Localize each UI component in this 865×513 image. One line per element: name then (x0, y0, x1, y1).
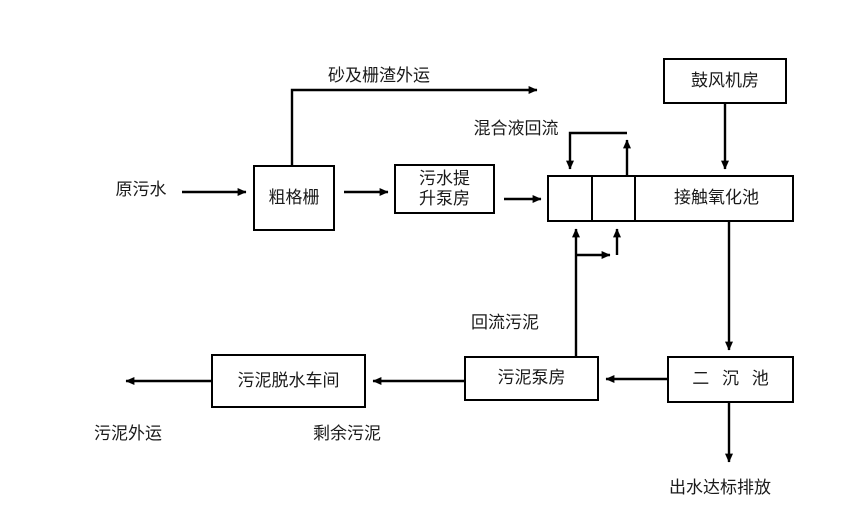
node-boxes (211, 58, 794, 408)
node-box-sludge-pump-house[interactable] (464, 356, 599, 401)
contact-tank-dividers (591, 176, 636, 221)
node-box-coarse-screen[interactable] (253, 165, 335, 231)
node-box-blower-room[interactable] (663, 58, 787, 104)
connector-screen-to-grit (290, 86, 538, 166)
connector-mixed-liquor-down (566, 131, 627, 170)
node-box-sludge-dewatering[interactable] (211, 354, 366, 408)
node-box-secondary-clarifier[interactable] (667, 356, 794, 403)
node-box-lift-pump-house[interactable] (394, 164, 495, 214)
node-box-contact-tank[interactable] (547, 175, 794, 222)
